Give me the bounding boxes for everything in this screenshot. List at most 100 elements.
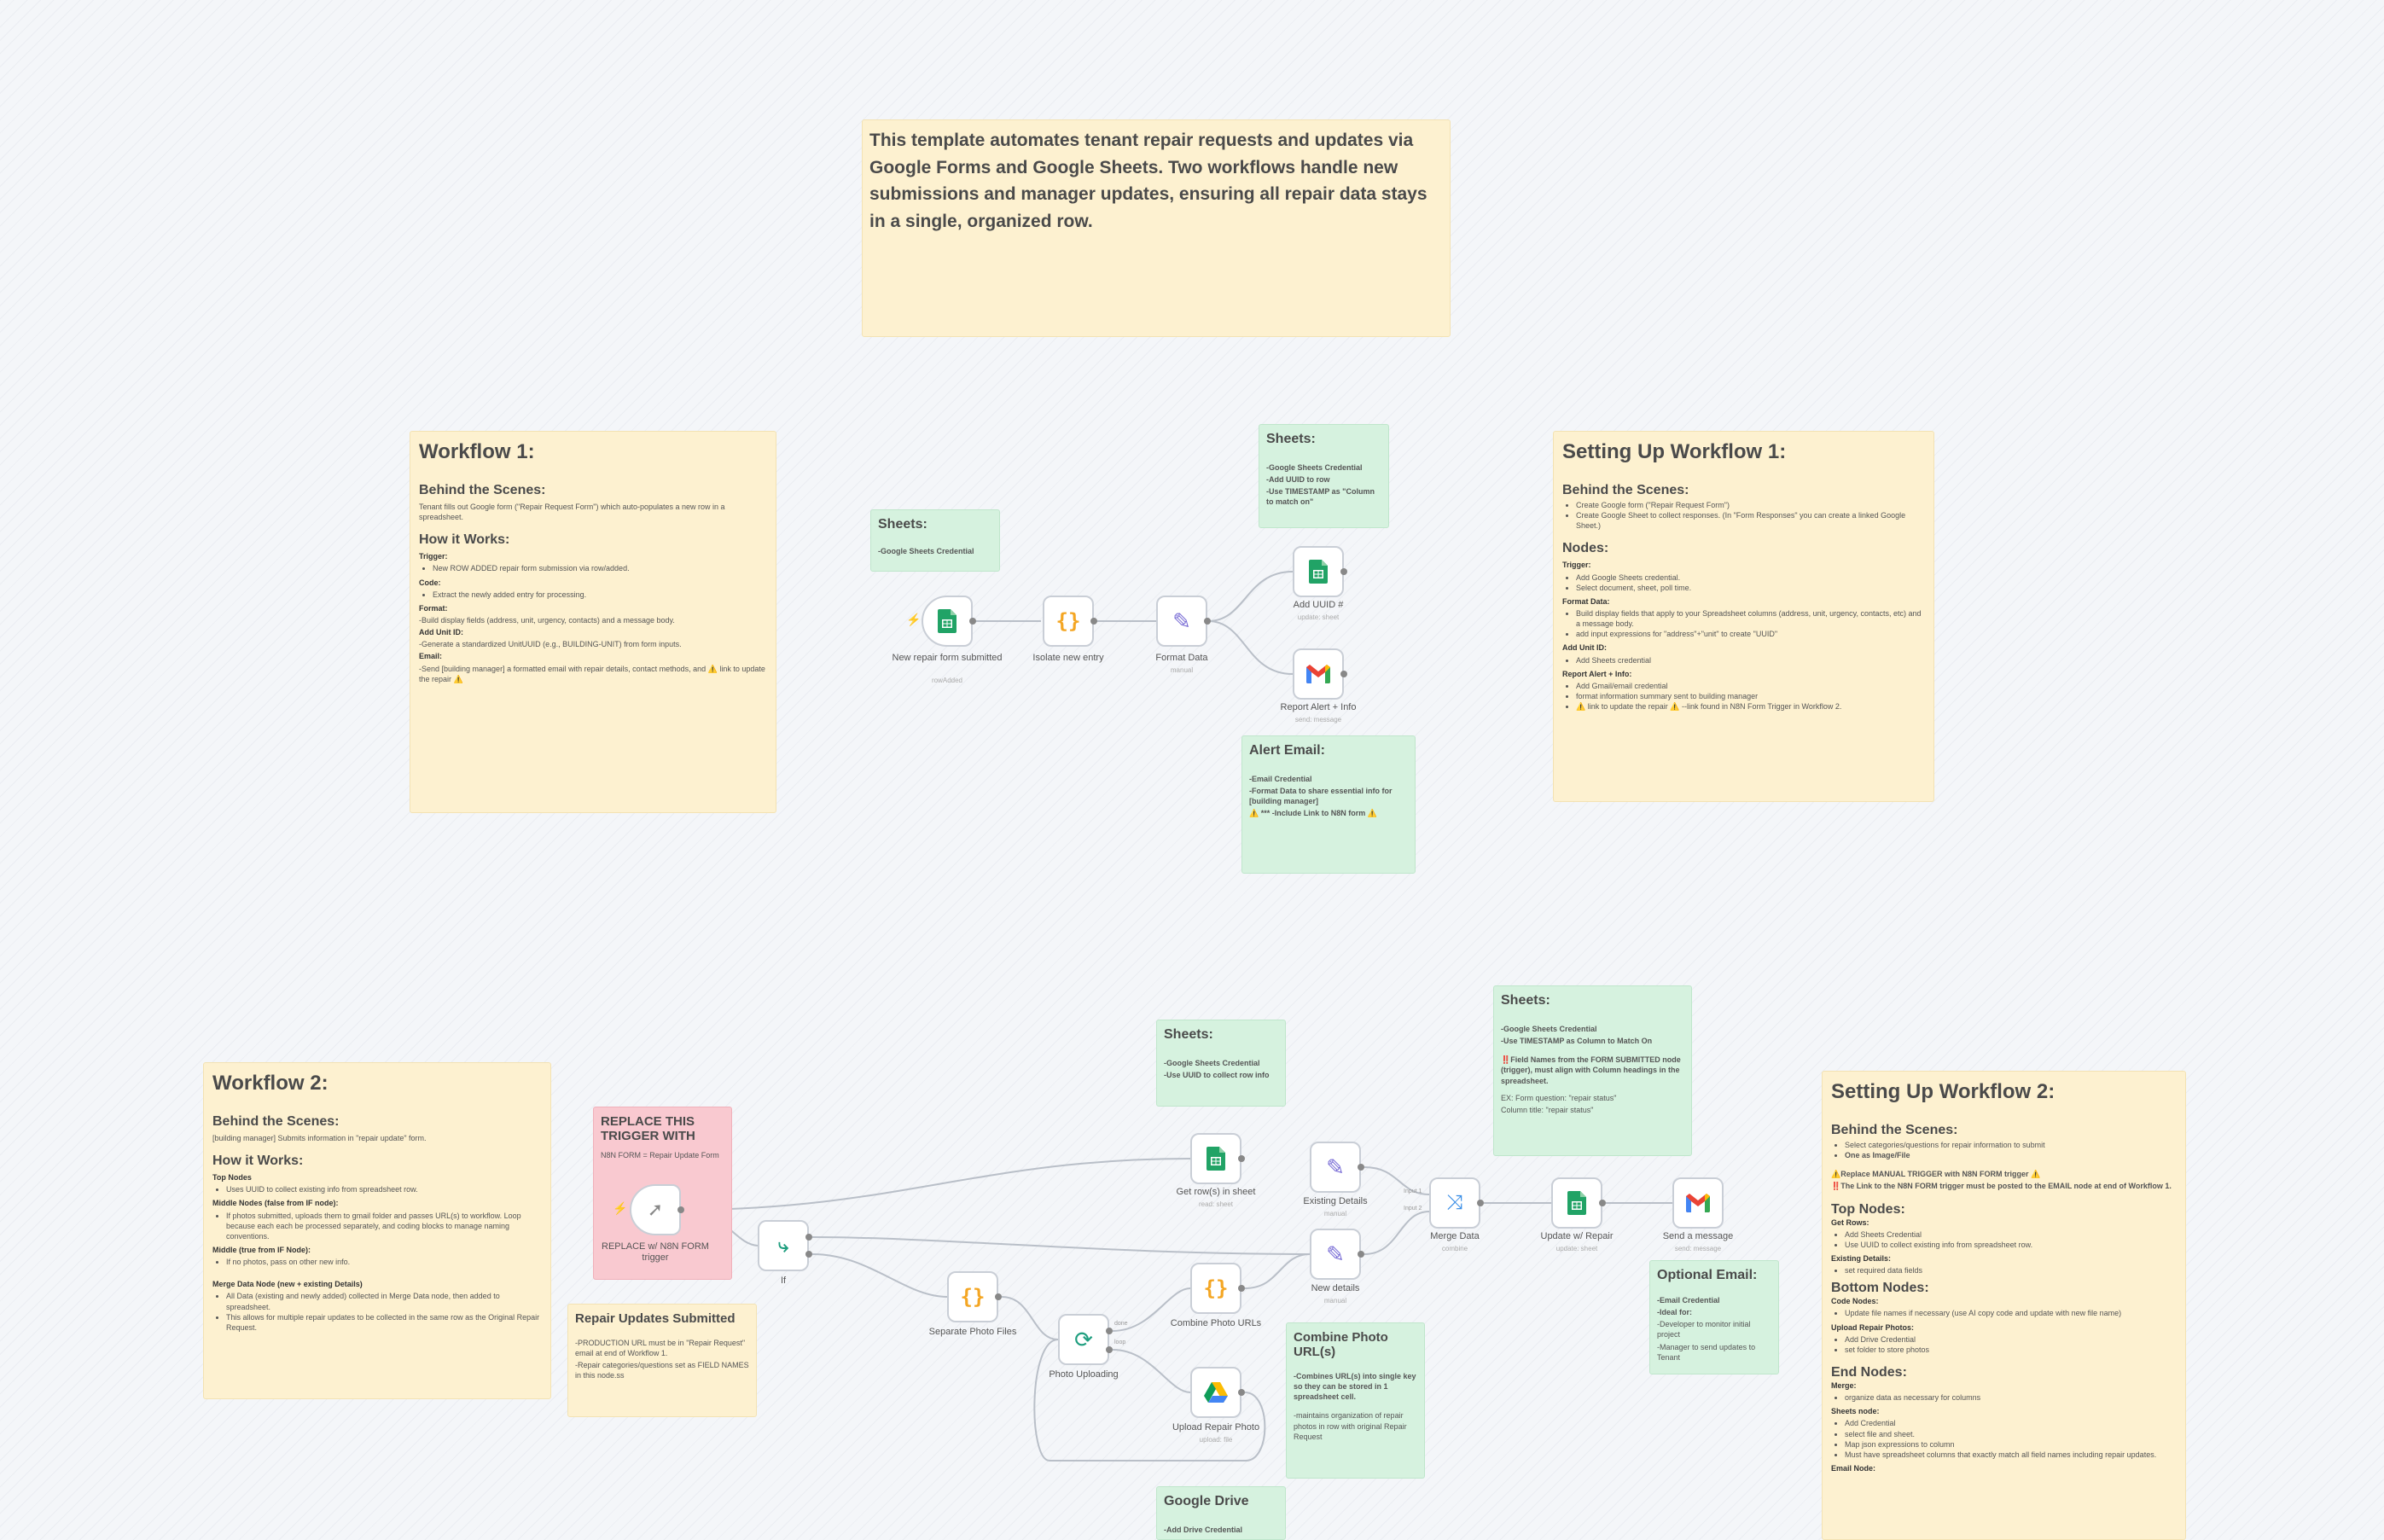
- workflow1-sticky-note[interactable]: Workflow 1: Behind the Scenes: Tenant fi…: [410, 431, 776, 813]
- setup1-bts-item1: Create Google form ("Repair Request Form…: [1576, 500, 1925, 510]
- wf1-format-text: -Build display fields (address, unit, ur…: [419, 615, 675, 625]
- edge: [1207, 571, 1294, 622]
- combine-photo-urls-note[interactable]: Combine Photo URL(s) -Combines URL(s) in…: [1286, 1322, 1425, 1479]
- wf2-mid-item: If photos submitted, uploads them to gma…: [226, 1211, 542, 1241]
- google-sheets-icon: [1567, 1191, 1586, 1215]
- output-port[interactable]: [1358, 1251, 1364, 1258]
- output-port[interactable]: [1090, 618, 1097, 625]
- node-report-alert[interactable]: [1293, 648, 1344, 700]
- node-merge-data[interactable]: ⤨: [1429, 1177, 1480, 1229]
- node-form-trigger[interactable]: ➚: [630, 1184, 681, 1235]
- node-sublabel: upload: file: [1199, 1436, 1233, 1444]
- sheets2-line1: -Google Sheets Credential: [1266, 463, 1363, 472]
- node-new-repair-form-submitted[interactable]: [922, 596, 973, 647]
- output-port[interactable]: [969, 618, 976, 625]
- output-port[interactable]: [1238, 1389, 1245, 1396]
- wf2-top-item: Uses UUID to collect existing info from …: [226, 1184, 542, 1194]
- setup-workflow1-note[interactable]: Setting Up Workflow 1: Behind the Scenes…: [1553, 431, 1934, 802]
- replace-trigger-note[interactable]: REPLACE THIS TRIGGER WITH N8N FORM = Rep…: [593, 1107, 732, 1280]
- node-sublabel: send: message: [1294, 716, 1342, 724]
- wf1-unit-text: -Generate a standardized UnitUUID (e.g.,…: [419, 640, 682, 649]
- alert-email-note[interactable]: Alert Email: -Email Credential -Format D…: [1241, 735, 1416, 874]
- setup1-unit-heading: Add Unit ID:: [1562, 643, 1607, 653]
- google-sheets-icon: [1207, 1147, 1225, 1171]
- node-isolate-new-entry[interactable]: {}: [1043, 596, 1094, 647]
- node-new-details[interactable]: ✎: [1310, 1229, 1361, 1280]
- combine-line2: -maintains organization of repair photos…: [1294, 1411, 1407, 1441]
- output-port-true[interactable]: [805, 1234, 812, 1241]
- node-sublabel: manual: [1323, 1210, 1347, 1217]
- google-sheets-icon: [938, 609, 957, 633]
- output-port[interactable]: [1238, 1155, 1245, 1162]
- setup2-warn2: ‼️The Link to the N8N FORM trigger must …: [1831, 1182, 2172, 1191]
- node-label: Send a message: [1662, 1231, 1734, 1241]
- code-braces-icon: {}: [960, 1285, 986, 1309]
- optional-email-note[interactable]: Optional Email: -Email Credential -Ideal…: [1649, 1260, 1779, 1374]
- setup2-upload-item2: set folder to store photos: [1845, 1345, 2177, 1355]
- output-port[interactable]: [1204, 618, 1211, 625]
- node-separate-photo-files[interactable]: {}: [947, 1271, 998, 1322]
- output-port[interactable]: [1358, 1164, 1364, 1171]
- wf2-how-title: How it Works:: [212, 1154, 304, 1169]
- output-port[interactable]: [1340, 568, 1347, 575]
- submitted-title: Repair Updates Submitted: [575, 1311, 736, 1326]
- setup2-get-item2: Use UUID to collect existing info from s…: [1845, 1240, 2177, 1250]
- sheets2-title: Sheets:: [1266, 432, 1316, 446]
- intro-text: This template automates tenant repair re…: [869, 131, 1427, 231]
- optional-line3: -Developer to monitor initial project: [1657, 1320, 1751, 1340]
- sheets4-line3: ‼️Field Names from the FORM SUBMITTED no…: [1501, 1055, 1681, 1085]
- edge: [1033, 1339, 1266, 1462]
- sheets-credential-note-1[interactable]: Sheets: -Google Sheets Credential: [870, 509, 1000, 572]
- node-upload-repair-photo[interactable]: [1190, 1367, 1241, 1418]
- node-add-uuid[interactable]: [1293, 546, 1344, 597]
- output-port-loop[interactable]: [1106, 1346, 1113, 1353]
- edge: [1364, 1166, 1430, 1195]
- node-photo-uploading-loop[interactable]: ⟳: [1058, 1314, 1109, 1365]
- setup2-get-item1: Add Sheets Credential: [1845, 1229, 2177, 1240]
- node-if[interactable]: ⤷: [758, 1220, 809, 1271]
- setup1-bts-item2: Create Google Sheet to collect responses…: [1576, 510, 1925, 531]
- edge: [1112, 1287, 1191, 1332]
- wf2-merge-heading: Merge Data Node (new + existing Details): [212, 1280, 363, 1289]
- node-format-data[interactable]: ✎: [1156, 596, 1207, 647]
- edge: [811, 1236, 1311, 1255]
- sheets2-line3: -Use TIMESTAMP as "Column to match on": [1266, 487, 1375, 507]
- node-combine-photo-urls[interactable]: {}: [1190, 1263, 1241, 1314]
- setup1-format-item2: add input expressions for "address"+"uni…: [1576, 629, 1925, 639]
- setup-workflow2-note[interactable]: Setting Up Workflow 2: Behind the Scenes…: [1822, 1071, 2186, 1540]
- output-port[interactable]: [1477, 1200, 1484, 1206]
- loop-arrows-icon: ⟳: [1074, 1326, 1093, 1352]
- node-existing-details[interactable]: ✎: [1310, 1142, 1361, 1193]
- alert-line1: -Email Credential: [1249, 775, 1312, 783]
- output-port[interactable]: [1238, 1285, 1245, 1292]
- repair-updates-submitted-note[interactable]: Repair Updates Submitted -PRODUCTION URL…: [567, 1304, 757, 1417]
- setup2-bottom-title: Bottom Nodes:: [1831, 1281, 1929, 1296]
- output-port[interactable]: [995, 1293, 1002, 1300]
- setup1-title: Setting Up Workflow 1:: [1562, 440, 1787, 463]
- sheets-credential-note-3[interactable]: Sheets: -Google Sheets Credential -Use U…: [1156, 1020, 1286, 1107]
- google-drive-note[interactable]: Google Drive -Add Drive Credential: [1156, 1486, 1286, 1540]
- sheets1-text: -Google Sheets Credential: [878, 547, 974, 555]
- output-port[interactable]: [1340, 671, 1347, 677]
- node-send-message[interactable]: [1672, 1177, 1724, 1229]
- output-port[interactable]: [1599, 1200, 1606, 1206]
- done-label: done: [1114, 1321, 1128, 1327]
- sheets-credential-note-4[interactable]: Sheets: -Google Sheets Credential -Use T…: [1493, 985, 1692, 1156]
- node-label: Format Data: [1155, 653, 1208, 663]
- node-update-with-repair[interactable]: [1551, 1177, 1602, 1229]
- wf2-bts-text: [building manager] Submits information i…: [212, 1134, 427, 1142]
- node-label: Combine Photo URLs: [1170, 1318, 1262, 1328]
- output-port[interactable]: [677, 1206, 684, 1213]
- loop-label: loop: [1114, 1340, 1126, 1345]
- node-get-rows[interactable]: [1190, 1133, 1241, 1184]
- output-port-done[interactable]: [1106, 1328, 1113, 1334]
- output-port-false[interactable]: [805, 1251, 812, 1258]
- edge: [1001, 1296, 1059, 1340]
- sheets-credential-note-2[interactable]: Sheets: -Google Sheets Credential -Add U…: [1259, 424, 1389, 528]
- intro-sticky-note[interactable]: This template automates tenant repair re…: [862, 119, 1451, 337]
- workflow2-sticky-note[interactable]: Workflow 2: Behind the Scenes: [building…: [203, 1062, 551, 1399]
- wf1-trigger-heading: Trigger:: [419, 552, 448, 561]
- node-sublabel: send: message: [1674, 1245, 1722, 1252]
- node-sublabel: manual: [1323, 1297, 1347, 1305]
- wf1-bts-title: Behind the Scenes:: [419, 483, 546, 497]
